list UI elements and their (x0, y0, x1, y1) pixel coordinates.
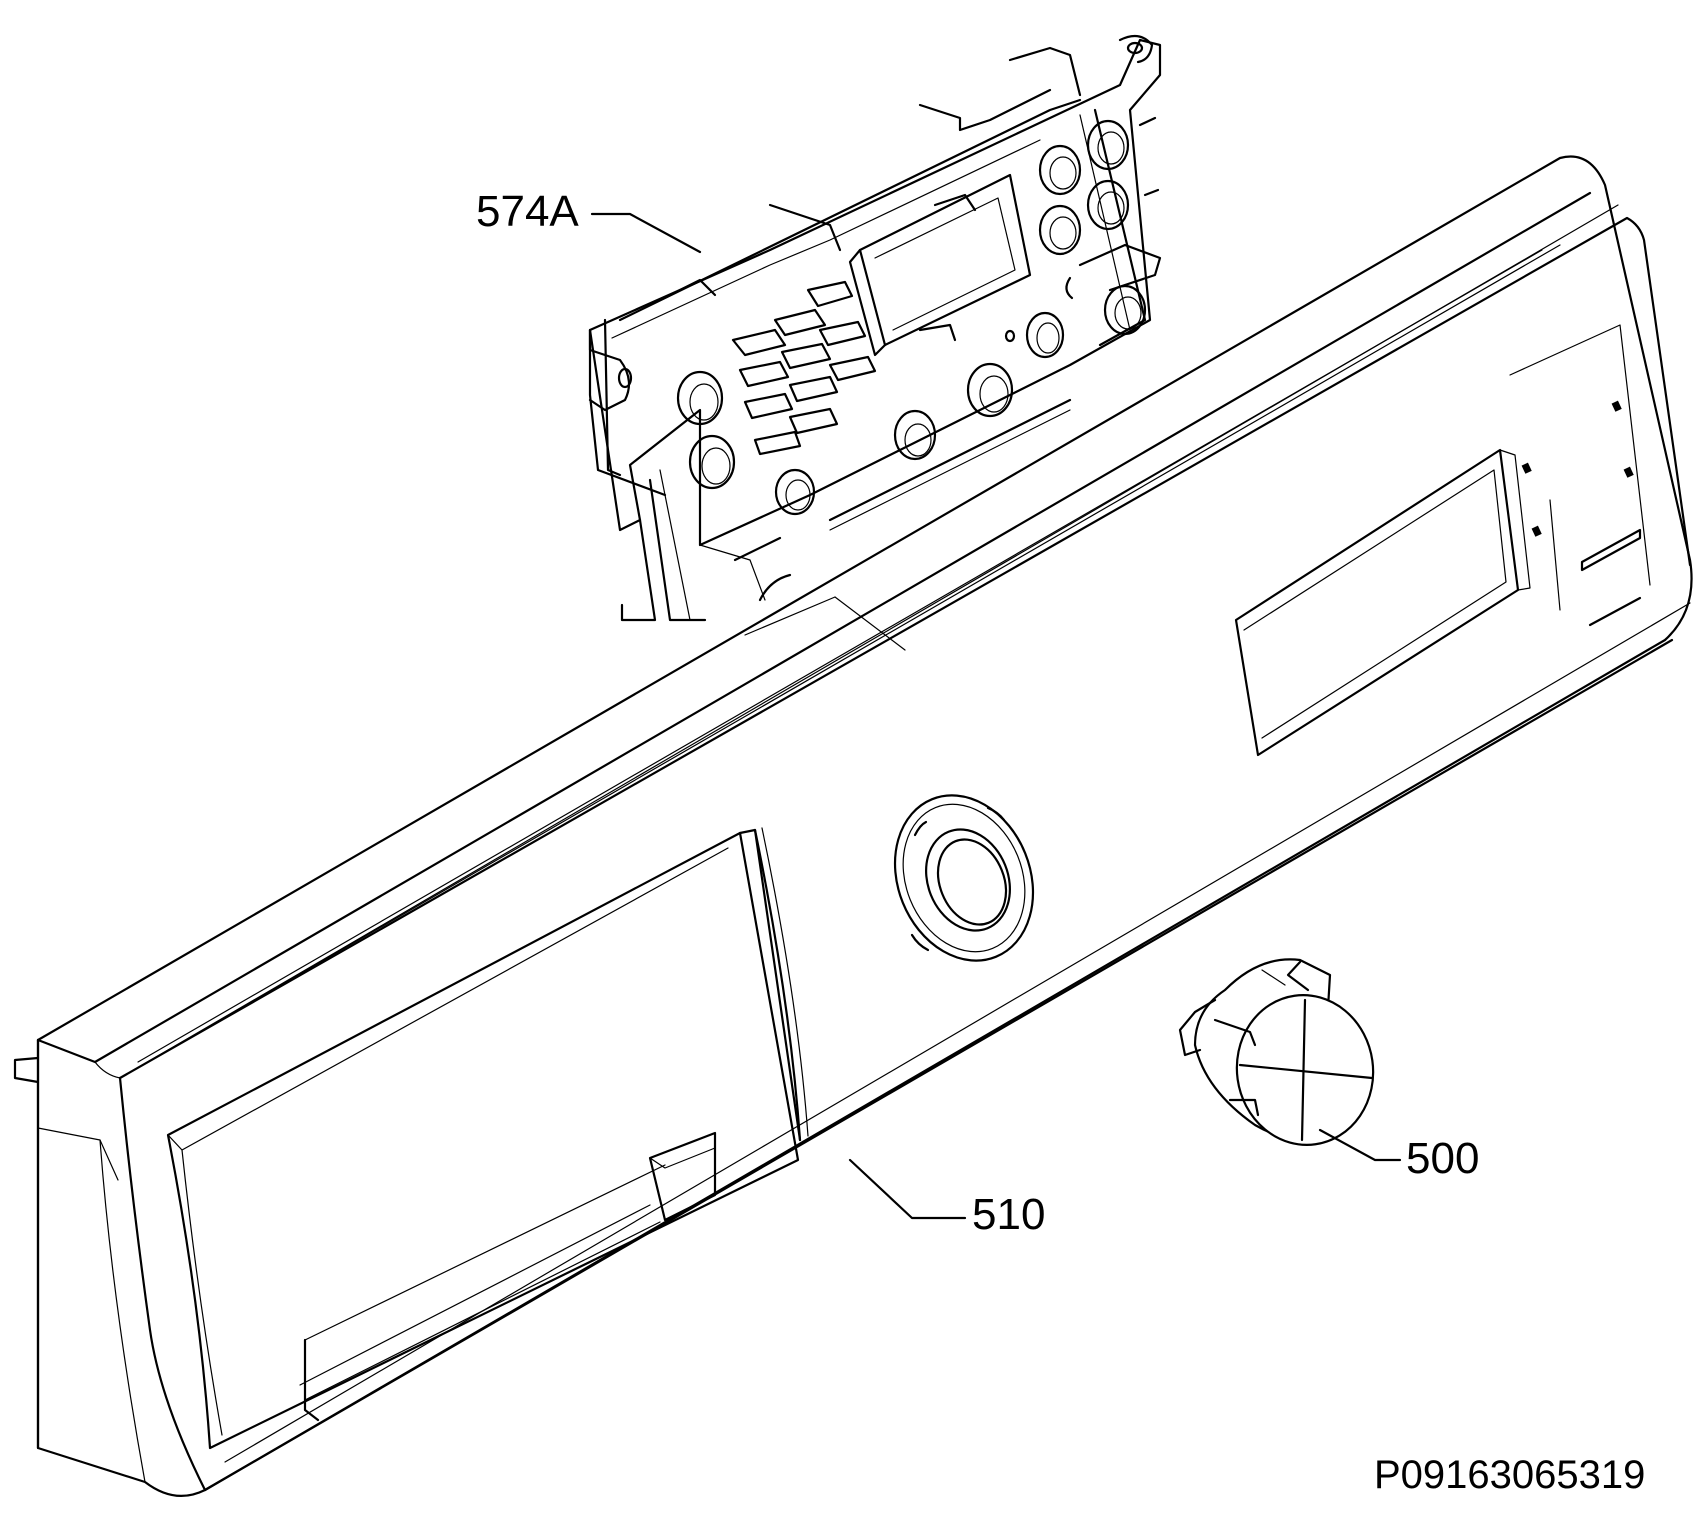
detergent-drawer-front (166, 828, 802, 1450)
selector-ring (893, 794, 1035, 962)
display-window (1234, 448, 1531, 757)
drawing-code: P09163065319 (1374, 1453, 1646, 1497)
button-cylinders (676, 119, 1147, 516)
button-area-marks (1509, 324, 1651, 627)
led-lenses (731, 280, 877, 456)
selector-knob-500 (1178, 958, 1375, 1146)
callout-label-500: 500 (1406, 1134, 1480, 1183)
callout-leaders (590, 212, 1402, 1220)
callout-label-510: 510 (972, 1190, 1046, 1239)
display-bracket-574a (588, 34, 1162, 622)
control-panel-510 (13, 155, 1693, 1497)
callout-label-574a: 574A (476, 187, 579, 236)
